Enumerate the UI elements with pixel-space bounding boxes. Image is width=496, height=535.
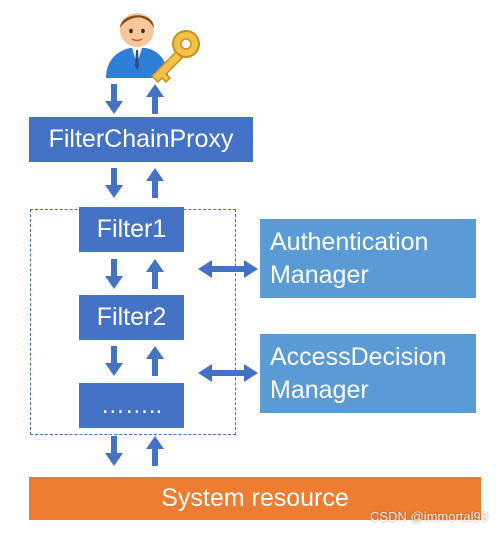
- arrow-chain-access-decision-manager: [198, 364, 258, 382]
- more-filters-label: ……..: [100, 391, 163, 419]
- system-resource-box: System resource: [29, 477, 481, 520]
- authentication-manager-box: Authentication Manager: [260, 219, 476, 298]
- access-decision-manager-label: AccessDecision Manager: [270, 342, 447, 404]
- authentication-manager-label: Authentication Manager: [270, 227, 429, 289]
- filter2-box: Filter2: [79, 295, 184, 340]
- arrow-up-from-system-resource: [146, 436, 164, 466]
- arrow-down-user-to-proxy: [105, 84, 123, 114]
- filter2-label: Filter2: [96, 303, 167, 331]
- arrow-down-filter2-to-more: [105, 346, 123, 376]
- arrow-down-filter1-to-filter2: [105, 259, 123, 289]
- arrow-filter1-authentication-manager: [198, 260, 258, 278]
- filter1-box: Filter1: [79, 207, 184, 252]
- system-resource-label: System resource: [161, 484, 349, 512]
- more-filters-box: ……..: [79, 383, 184, 428]
- arrow-up-proxy-to-user: [146, 84, 164, 114]
- filter1-label: Filter1: [96, 215, 167, 243]
- arrow-up-filter2-to-filter1: [146, 259, 164, 289]
- arrow-up-filter1-to-proxy: [146, 168, 164, 198]
- user-with-key-icon: [106, 13, 200, 84]
- watermark: CSDN @immortal90: [370, 509, 488, 524]
- filter-chain-proxy-box: FilterChainProxy: [29, 117, 253, 162]
- filter-chain-proxy-label: FilterChainProxy: [48, 125, 234, 153]
- arrow-up-more-to-filter2: [146, 346, 164, 376]
- arrow-down-to-system-resource: [105, 436, 123, 466]
- access-decision-manager-box: AccessDecision Manager: [260, 334, 476, 413]
- arrow-down-proxy-to-filter1: [105, 168, 123, 198]
